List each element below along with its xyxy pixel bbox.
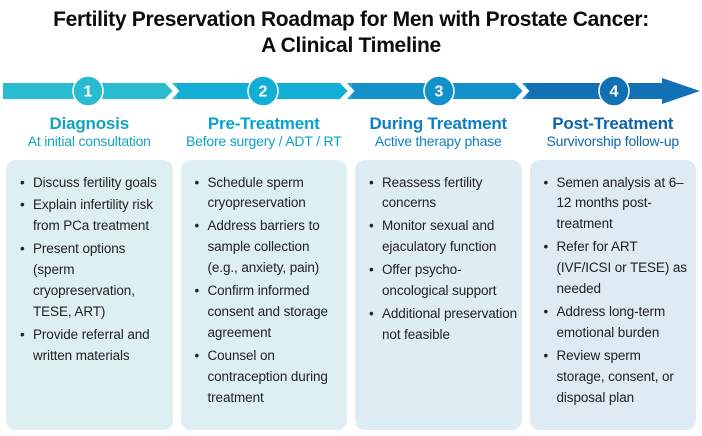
stage-2-subtitle: Before surgery / ADT / RT <box>185 133 342 150</box>
bullet-item: Address long-term emotional burden <box>543 302 693 344</box>
stage-4-title: Post-Treatment <box>552 113 674 133</box>
stage-4-bullet-list: Semen analysis at 6–12 months post-treat… <box>543 173 693 409</box>
bullet-item: Discuss fertility goals <box>19 173 169 194</box>
stage-column-diagnosis: Diagnosis At initial consultation Discus… <box>6 114 173 430</box>
stage-1-number: 1 <box>84 83 93 100</box>
stage-4-subtitle: Survivorship follow-up <box>546 133 680 150</box>
stage-3-bullet-list: Reassess fertility concerns Monitor sexu… <box>368 173 518 346</box>
stage-2-card: Schedule sperm cryopreservation Address … <box>180 159 347 430</box>
stage-4-number: 4 <box>610 83 619 100</box>
stage-1-card: Discuss fertility goals Explain infertil… <box>6 159 173 430</box>
bullet-item: Confirm informed consent and storage agr… <box>194 281 344 344</box>
stage-3-title: During Treatment <box>369 113 508 133</box>
bullet-item: Monitor sexual and ejaculatory function <box>368 216 518 258</box>
stage-3-number: 3 <box>435 83 444 100</box>
page-title-line2: A Clinical Timeline <box>261 34 441 58</box>
timeline-arrow: 1 2 3 4 <box>3 74 700 107</box>
stage-column-post-treatment: Post-Treatment Survivorship follow-up Se… <box>529 114 697 430</box>
bullet-item: Address barriers to sample collection (e… <box>194 216 344 279</box>
bullet-item: Semen analysis at 6–12 months post-treat… <box>543 173 693 236</box>
stage-1-badge <box>72 74 104 107</box>
stage-4-badge <box>598 74 630 107</box>
stage-columns: Diagnosis At initial consultation Discus… <box>0 114 702 430</box>
stage-1-header: Diagnosis At initial consultation <box>6 114 173 154</box>
stage-4-header: Post-Treatment Survivorship follow-up <box>530 114 697 154</box>
stage-4-card: Semen analysis at 6–12 months post-treat… <box>529 159 696 430</box>
bullet-item: Provide referral and written materials <box>19 325 169 367</box>
stage-1-subtitle: At initial consultation <box>27 133 151 150</box>
bullet-item: Additional preservation not feasible <box>368 304 518 346</box>
stage-2-number: 2 <box>259 83 268 100</box>
stage-1-bullet-list: Discuss fertility goals Explain infertil… <box>19 173 169 367</box>
bullet-item: Review sperm storage, consent, or dispos… <box>543 346 693 409</box>
stage-3-badge <box>423 74 455 107</box>
stage-2-title: Pre-Treatment <box>207 113 320 133</box>
bullet-item: Reassess fertility concerns <box>368 173 518 215</box>
chevron-separator-icon <box>340 79 355 102</box>
bullet-item: Offer psycho-oncological support <box>368 260 518 302</box>
page-title: Fertility Preservation Roadmap for Men w… <box>0 0 702 60</box>
bullet-item: Schedule sperm cryopreservation <box>194 173 344 215</box>
stage-2-bullet-list: Schedule sperm cryopreservation Address … <box>194 173 344 409</box>
page-title-line1: Fertility Preservation Roadmap for Men w… <box>53 8 649 31</box>
bullet-item: Counsel on contraception during treatmen… <box>194 346 344 409</box>
chevron-separator-icon <box>515 79 530 102</box>
stage-3-subtitle: Active therapy phase <box>374 133 502 150</box>
stage-2-badge <box>247 74 279 107</box>
stage-3-header: During Treatment Active therapy phase <box>355 114 522 154</box>
stage-3-card: Reassess fertility concerns Monitor sexu… <box>355 159 522 430</box>
bullet-item: Explain infertility risk from PCa treatm… <box>19 195 169 237</box>
stage-2-header: Pre-Treatment Before surgery / ADT / RT <box>181 114 348 154</box>
bullet-item: Refer for ART (IVF/ICSI or TESE) as need… <box>543 237 693 300</box>
chevron-separator-icon <box>165 79 180 102</box>
stage-1-title: Diagnosis <box>49 113 130 133</box>
stage-column-during-treatment: During Treatment Active therapy phase Re… <box>355 114 522 430</box>
bullet-item: Present options (sperm cryopreservation,… <box>19 239 169 323</box>
stage-column-pre-treatment: Pre-Treatment Before surgery / ADT / RT … <box>180 114 348 430</box>
